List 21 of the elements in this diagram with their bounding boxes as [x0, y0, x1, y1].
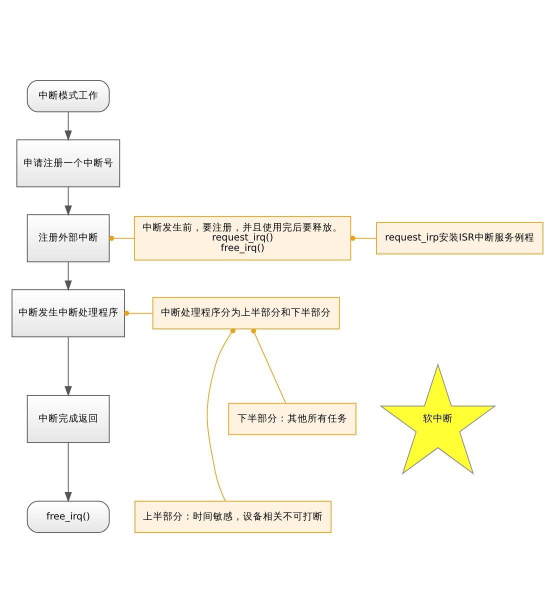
node-box: 注册外部中断	[26, 214, 110, 262]
node-box: 上半部分：时间敏感，设备相关不可打断	[134, 500, 332, 532]
arrow	[64, 336, 72, 396]
node-box: free_irq()	[26, 500, 110, 532]
arrow	[64, 110, 72, 141]
node-box: 申请注册一个中断号	[16, 138, 120, 187]
connector	[109, 235, 135, 240]
arrow	[64, 260, 72, 290]
connector	[206, 328, 236, 501]
node-box: 中断发生中断处理程序	[12, 288, 125, 337]
node-box: 下半部分：其他所有任务	[228, 402, 356, 435]
node-box: 中断发生前，要注册，并且使用完后要释放。 request_irq() free_irq()	[134, 216, 352, 260]
node-box: 中断完成返回	[26, 394, 110, 442]
arrow	[64, 186, 72, 216]
node-box: 中断处理程序分为上半部分和下半部分	[152, 296, 340, 329]
node-box: request_irp安装ISR中断服务例程	[376, 222, 544, 254]
arrow	[64, 442, 72, 502]
node-box: 中断模式工作	[26, 80, 110, 112]
connector	[124, 310, 154, 316]
connector	[251, 328, 286, 404]
connector	[350, 235, 377, 240]
